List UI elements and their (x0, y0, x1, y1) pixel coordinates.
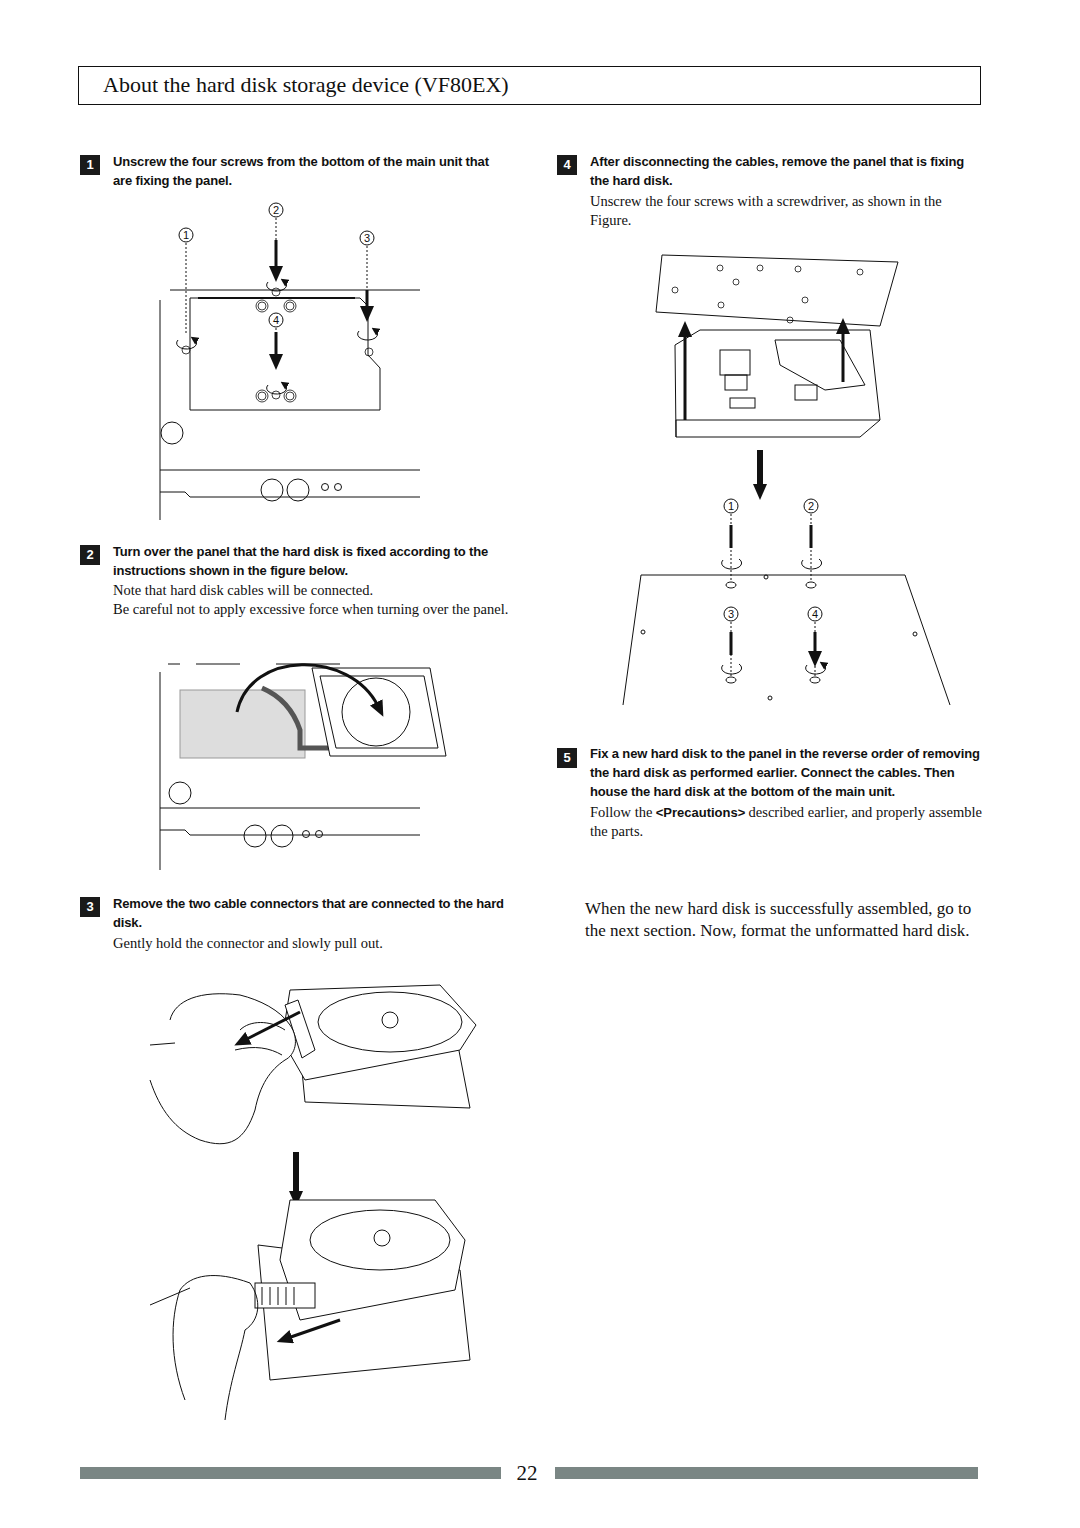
reference-keyword: <Precautions> (656, 805, 746, 820)
figure-3 (150, 985, 476, 1420)
footer-bar (80, 1467, 501, 1479)
page-number: 22 (507, 1461, 547, 1485)
step-number: 1 (86, 157, 93, 172)
figure-1 (160, 203, 420, 520)
closing-text: When the new hard disk is successfully a… (585, 898, 980, 942)
step-heading: Turn over the panel that the hard disk i… (113, 542, 513, 580)
header-frame (79, 67, 981, 105)
callout-number: 3 (723, 606, 739, 622)
step-number: 5 (563, 750, 570, 765)
callout-number: 2 (268, 202, 284, 218)
callout-number: 4 (807, 606, 823, 622)
callout-number: 4 (268, 312, 284, 328)
callout-number: 1 (723, 498, 739, 514)
step-note-paragraph: Follow the<Precautions>described earlier… (590, 803, 982, 841)
step-heading: Unscrew the four screws from the bottom … (113, 152, 508, 190)
step-number-box: 4 (557, 155, 577, 175)
figure-2 (160, 664, 446, 870)
footer-bar (555, 1467, 978, 1479)
step-number: 2 (86, 547, 93, 562)
step-heading: Fix a new hard disk to the panel in the … (590, 744, 982, 801)
step-note: Follow the (590, 804, 652, 820)
step-number: 3 (86, 899, 93, 914)
figure-4 (623, 255, 950, 705)
step-heading: Remove the two cable connectors that are… (113, 894, 513, 932)
step-number: 4 (563, 157, 570, 172)
step-note: Be careful not to apply excessive force … (113, 600, 513, 619)
callout-number: 3 (359, 230, 375, 246)
step-heading: After disconnecting the cables, remove t… (590, 152, 982, 190)
callout-number: 1 (178, 227, 194, 243)
step-number-box: 3 (80, 897, 100, 917)
step-number-box: 2 (80, 545, 100, 565)
step-note: Note that hard disk cables will be conne… (113, 581, 513, 600)
step-note: Gently hold the connector and slowly pul… (113, 934, 513, 953)
page-title: About the hard disk storage device (VF80… (103, 67, 509, 103)
step-note: Unscrew the four screws with a screwdriv… (590, 192, 982, 230)
step-number-box: 5 (557, 748, 577, 768)
step-number-box: 1 (80, 155, 100, 175)
callout-number: 2 (803, 498, 819, 514)
